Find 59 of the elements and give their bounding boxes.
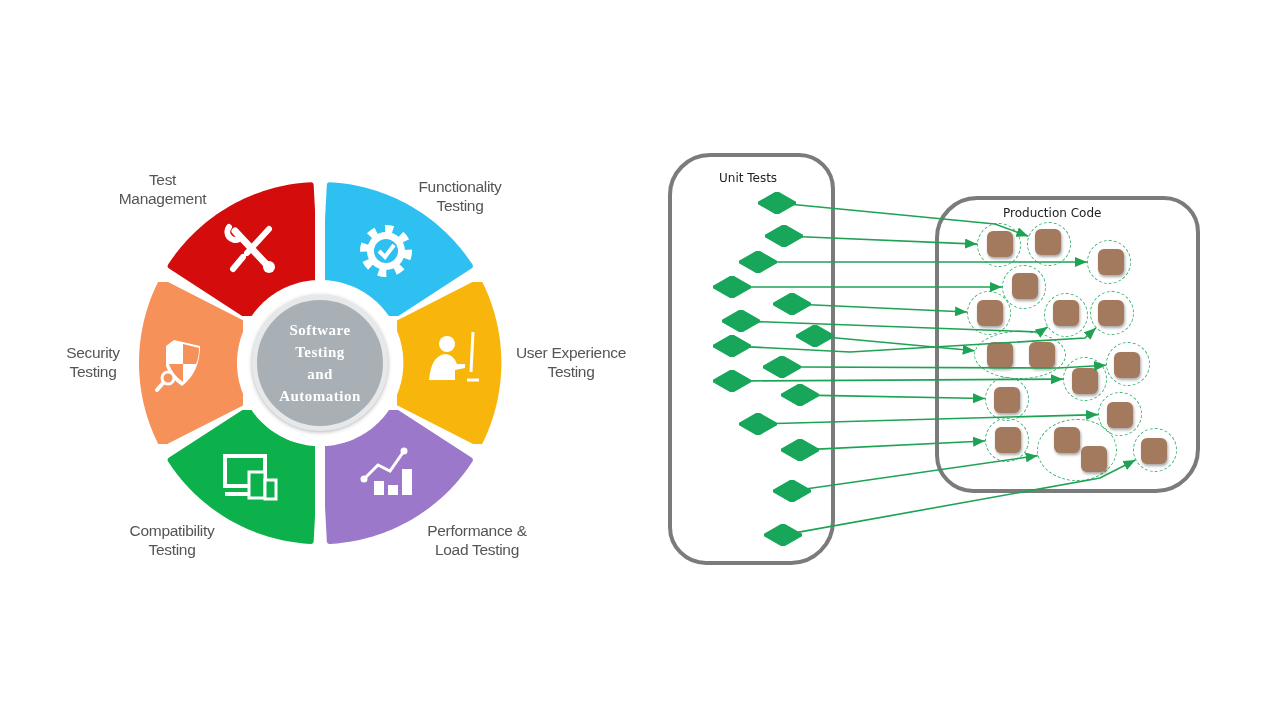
code-block	[1098, 300, 1124, 326]
code-block	[977, 300, 1003, 326]
segment-label: Test Management	[117, 170, 208, 208]
code-block	[1072, 368, 1098, 394]
code-block	[1035, 229, 1061, 255]
arrow	[750, 282, 1003, 292]
segment-label: Performance & Load Testing	[426, 521, 528, 559]
diamond-shape	[713, 335, 751, 357]
code-block	[1054, 427, 1080, 453]
segment-label: Functionality Testing	[417, 177, 503, 215]
code-block	[1107, 402, 1133, 428]
diamond-shape	[713, 370, 751, 392]
diamond-shape	[764, 524, 802, 546]
code-block	[995, 427, 1021, 453]
code-block	[1114, 352, 1140, 378]
arrow	[808, 304, 968, 317]
arrow	[796, 459, 1137, 534]
segment-label: Compatibility Testing	[128, 521, 216, 559]
arrow	[800, 235, 978, 249]
code-block	[987, 231, 1013, 257]
diamond-shape	[739, 251, 777, 273]
diamond-shape	[773, 480, 811, 502]
code-block	[1029, 342, 1055, 368]
arrow	[800, 360, 1107, 371]
code-block	[1053, 300, 1079, 326]
code-block	[994, 387, 1020, 413]
arrow	[758, 320, 1049, 338]
diamond-shape	[773, 293, 811, 315]
diamond-shape	[796, 325, 834, 347]
code-block	[1141, 438, 1167, 464]
code-block	[1098, 249, 1124, 275]
arrow	[748, 327, 1097, 353]
center-circle	[252, 295, 388, 431]
arrow	[792, 203, 1030, 238]
code-block	[1012, 273, 1038, 299]
diamond-shape	[781, 384, 819, 406]
diamond-shape	[739, 413, 777, 435]
diamond-shape	[722, 310, 760, 332]
arrow	[816, 436, 986, 450]
container-outline	[668, 153, 835, 565]
arrow	[817, 393, 986, 404]
container-label: Production Code	[1003, 206, 1102, 220]
arrow	[830, 336, 976, 355]
diamond-shape	[781, 439, 819, 461]
code-block	[1081, 446, 1107, 472]
diamond-shape	[763, 356, 801, 378]
arrow	[750, 374, 1064, 385]
segment-label: Security Testing	[65, 343, 121, 381]
diamond-shape	[765, 225, 803, 247]
container-outline	[935, 196, 1200, 493]
diamond-shape	[758, 192, 796, 214]
segment-label: User Experience Testing	[514, 343, 627, 381]
arrow	[776, 257, 1088, 267]
hub-label: Software Testing and Automation	[278, 321, 362, 406]
diamond-shape	[713, 276, 751, 298]
code-block	[987, 342, 1013, 368]
arrow	[775, 409, 1099, 425]
arrow	[806, 452, 1039, 490]
container-label: Unit Tests	[719, 171, 778, 185]
